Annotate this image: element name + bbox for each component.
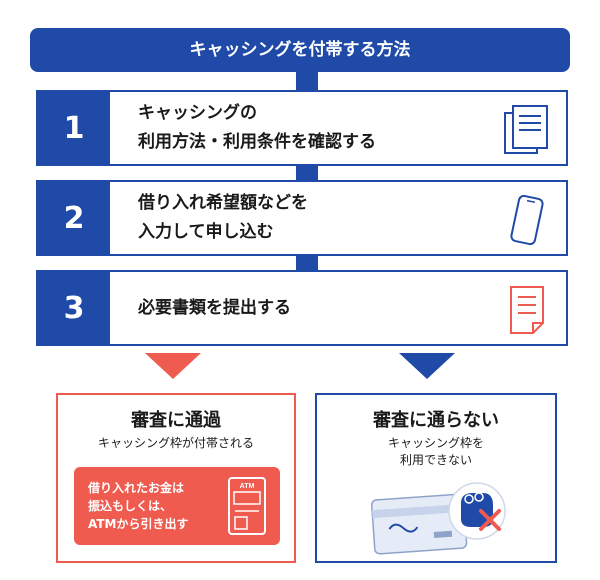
step-label-line: 入力して申し込む — [138, 222, 274, 242]
step-label-line: 必要書類を提出する — [138, 297, 291, 318]
arrow-down-pass — [145, 353, 201, 379]
card-wallet-rejected-icon — [370, 482, 506, 555]
result-subtitle-line: キャッシング枠を — [387, 436, 484, 450]
step-2: 2 借り入れ希望額などを 入力して申し込む — [36, 180, 568, 256]
arrow-down-fail — [399, 353, 455, 379]
step-label-line: キャッシングの — [138, 103, 257, 123]
page-title: キャッシングを付帯する方法 — [30, 28, 570, 72]
step-label: 必要書類を提出する — [138, 272, 478, 344]
step-label-line: 借り入れ希望額などを — [138, 193, 308, 213]
flow-connector — [296, 72, 318, 90]
result-subtitle: キャッシング枠が付帯される — [97, 436, 254, 450]
result-fail-panel: 審査に通らない キャッシング枠を 利用できない — [315, 393, 557, 563]
step-3: 3 必要書類を提出する — [36, 270, 568, 346]
step-number: 2 — [38, 182, 110, 254]
atm-icon: ATM — [228, 477, 266, 535]
smartphone-icon — [510, 194, 544, 246]
result-subtitle-line: 利用できない — [399, 453, 472, 467]
note-line: ATMから引き出す — [88, 517, 189, 531]
step-label: 借り入れ希望額などを 入力して申し込む — [138, 182, 478, 254]
result-pass-panel: 審査に通過 キャッシング枠が付帯される 借り入れたお金は 振込もしくは、 ATM… — [56, 393, 296, 563]
document-icon — [504, 105, 548, 154]
step-1: 1 キャッシングの 利用方法・利用条件を確認する — [36, 90, 568, 166]
step-number: 3 — [38, 272, 110, 344]
atm-label: ATM — [240, 483, 255, 490]
result-subtitle: キャッシング枠を 利用できない — [317, 435, 555, 469]
step-label-line: 利用方法・利用条件を確認する — [138, 132, 376, 152]
step-label: キャッシングの 利用方法・利用条件を確認する — [138, 92, 478, 164]
flow-connector — [296, 166, 318, 180]
note-line: 振込もしくは、 — [88, 499, 173, 513]
flow-connector — [296, 256, 318, 270]
withdrawal-note: 借り入れたお金は 振込もしくは、 ATMから引き出す ATM — [74, 467, 280, 545]
form-document-icon — [510, 286, 544, 334]
note-line: 借り入れたお金は — [88, 481, 185, 495]
result-title: 審査に通過 — [131, 410, 221, 431]
step-number: 1 — [38, 92, 110, 164]
result-title: 審査に通らない — [373, 410, 499, 431]
note-text: 借り入れたお金は 振込もしくは、 ATMから引き出す — [88, 479, 228, 533]
